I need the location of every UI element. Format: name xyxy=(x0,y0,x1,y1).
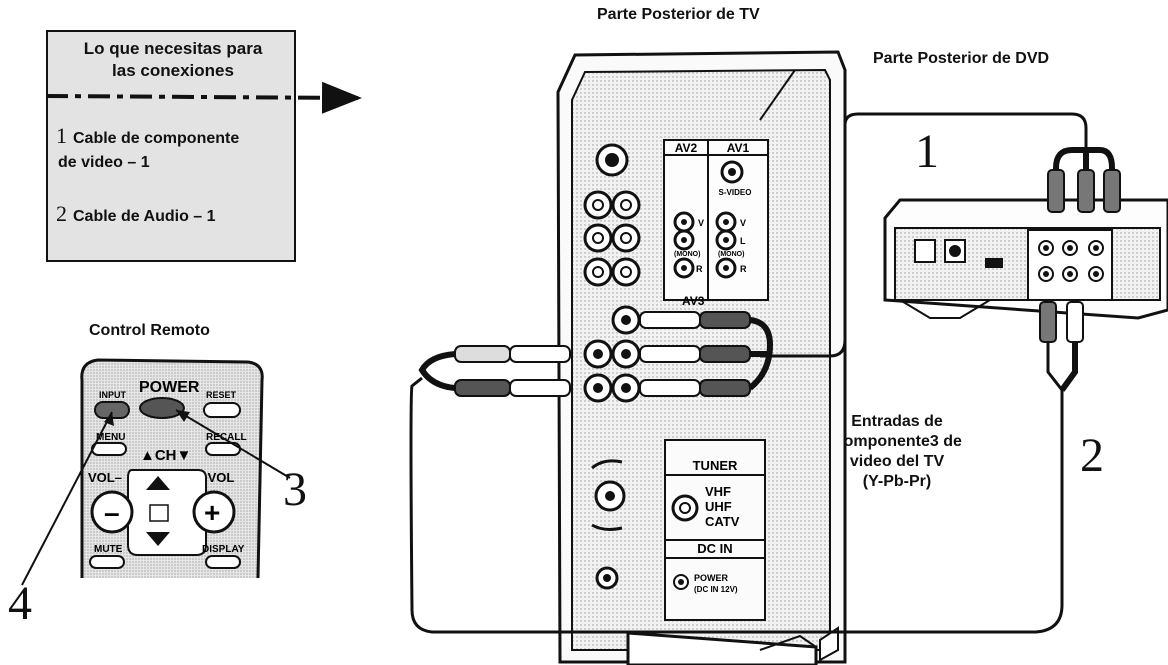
callout-4-leader xyxy=(21,411,113,586)
mute-button[interactable] xyxy=(89,555,125,569)
display-button[interactable] xyxy=(205,555,241,569)
vol-plus-label: +VOL xyxy=(200,470,234,485)
catv-label: CATV xyxy=(705,514,740,529)
av1-audio-l-jack xyxy=(715,229,737,251)
requirements-title-line2: las conexiones xyxy=(112,61,234,80)
av2-audio-l-jack xyxy=(673,229,695,251)
mute-button-label: MUTE xyxy=(94,544,123,555)
channel-down-icon[interactable] xyxy=(146,532,170,546)
input-button-label: INPUT xyxy=(99,390,127,400)
av2-label: AV2 xyxy=(675,141,698,155)
callout-3-arrowhead xyxy=(176,410,190,422)
requirements-title: Lo que necesitas para las conexiones xyxy=(48,38,298,82)
reset-button-label: RESET xyxy=(206,390,237,400)
av2-r-label: R xyxy=(696,264,703,274)
tv-component-plugs xyxy=(639,311,751,397)
minus-icon: – xyxy=(104,497,120,528)
dc-in-label: DC IN xyxy=(697,541,732,556)
av-input-panel: AV2 AV1 S-VIDEO V (MONO) R V L (MONO) R xyxy=(663,139,769,301)
vol-minus-label: VOL– xyxy=(88,470,122,485)
requirement-item-1: 1 Cable de componente de video – 1 xyxy=(56,124,239,175)
center-button[interactable] xyxy=(149,504,169,522)
component-cable-1 xyxy=(760,112,1088,358)
audio-cable-2-loop xyxy=(409,340,1064,634)
channel-up-icon[interactable] xyxy=(146,476,170,490)
av3-label: AV3 xyxy=(682,294,705,308)
component-inputs-line3: video del TV xyxy=(849,453,945,470)
menu-button-label: MENU xyxy=(96,432,125,443)
tv-svideo-jack xyxy=(595,143,629,177)
av1-video-jack xyxy=(715,211,737,233)
requirements-title-line1: Lo que necesitas para xyxy=(83,39,263,58)
callout-4-arrowhead xyxy=(104,412,114,426)
audio-cable-2-right xyxy=(1059,340,1078,392)
dash-dot-arrow xyxy=(45,81,362,114)
component-inputs-line2: Componente3 de xyxy=(832,433,962,450)
recall-button-label: RECALL xyxy=(206,432,247,443)
dvd-back-title: Parte Posterior de DVD xyxy=(873,50,1050,67)
tv-back-title: Parte Posterior de TV xyxy=(597,6,760,23)
requirement-item-1-line2: de video – 1 xyxy=(58,154,150,171)
ch-label: ▲CH▼ xyxy=(140,447,191,464)
av1-v-label: V xyxy=(740,218,746,228)
power-jack xyxy=(673,574,689,590)
component-inputs-line1: Entradas de xyxy=(851,413,943,430)
plus-icon: + xyxy=(204,497,220,528)
remote-title: Control Remoto xyxy=(89,322,210,339)
power-jack-sublabel: (DC IN 12V) xyxy=(694,585,738,594)
requirement-item-2-line1: Cable de Audio – 1 xyxy=(73,208,216,225)
requirement-item-2: 2 Cable de Audio – 1 xyxy=(56,202,216,229)
tv-stand xyxy=(626,631,818,665)
requirement-item-2-number: 2 xyxy=(56,201,67,226)
av2-mono-label: (MONO) xyxy=(674,251,700,258)
power-jack-label: POWER xyxy=(694,573,729,583)
av1-r-label: R xyxy=(740,264,747,274)
callout-2: 2 xyxy=(1080,429,1104,482)
av2-audio-r-jack xyxy=(673,257,695,279)
requirement-item-1-number: 1 xyxy=(56,123,67,148)
av1-audio-r-jack xyxy=(715,257,737,279)
av1-l-label: L xyxy=(740,236,746,246)
vol-down-button[interactable] xyxy=(90,490,134,534)
display-button-label: DISPLAY xyxy=(202,544,245,555)
callout-1: 1 xyxy=(915,125,939,178)
av1-svideo-label: S-VIDEO xyxy=(719,188,752,197)
menu-button[interactable] xyxy=(91,442,127,456)
av1-label: AV1 xyxy=(727,141,750,155)
callout-4: 4 xyxy=(8,577,32,630)
component-cable-bundle xyxy=(748,317,774,391)
tuner-label: TUNER xyxy=(693,458,738,473)
av2-video-jack xyxy=(673,211,695,233)
power-button[interactable] xyxy=(139,397,185,419)
component-inputs-label: Entradas de Componente3 de video del TV … xyxy=(822,412,972,492)
dvd-component-plugs xyxy=(1047,169,1121,213)
callout-3: 3 xyxy=(283,463,307,516)
component-inputs-line4: (Y-Pb-Pr) xyxy=(862,473,932,490)
vhf-label: VHF xyxy=(705,484,731,499)
antenna-jack xyxy=(671,494,699,522)
tuner-panel: TUNER VHF UHF CATV DC IN POWER (DC IN 12… xyxy=(665,458,765,594)
tv-rca-jack-grid xyxy=(583,190,641,287)
av2-v-label: V xyxy=(698,218,704,228)
vol-up-button[interactable] xyxy=(192,490,236,534)
uhf-label: UHF xyxy=(705,499,732,514)
dvd-back-panel xyxy=(883,198,1168,320)
audio-cable-2 xyxy=(418,351,456,391)
coax-connector xyxy=(591,459,626,590)
requirement-item-1-line1: Cable de componente xyxy=(73,130,240,147)
av1-mono-label: (MONO) xyxy=(718,251,744,258)
remote-control: INPUT POWER RESET MENU RECALL ▲CH▼ VOL– … xyxy=(80,358,264,579)
callout-3-leader xyxy=(175,409,291,479)
power-button-label: POWER xyxy=(139,379,200,396)
audio-cable-plugs-left xyxy=(454,345,571,397)
reset-button[interactable] xyxy=(203,402,241,418)
dvd-audio-plugs xyxy=(1039,301,1084,343)
